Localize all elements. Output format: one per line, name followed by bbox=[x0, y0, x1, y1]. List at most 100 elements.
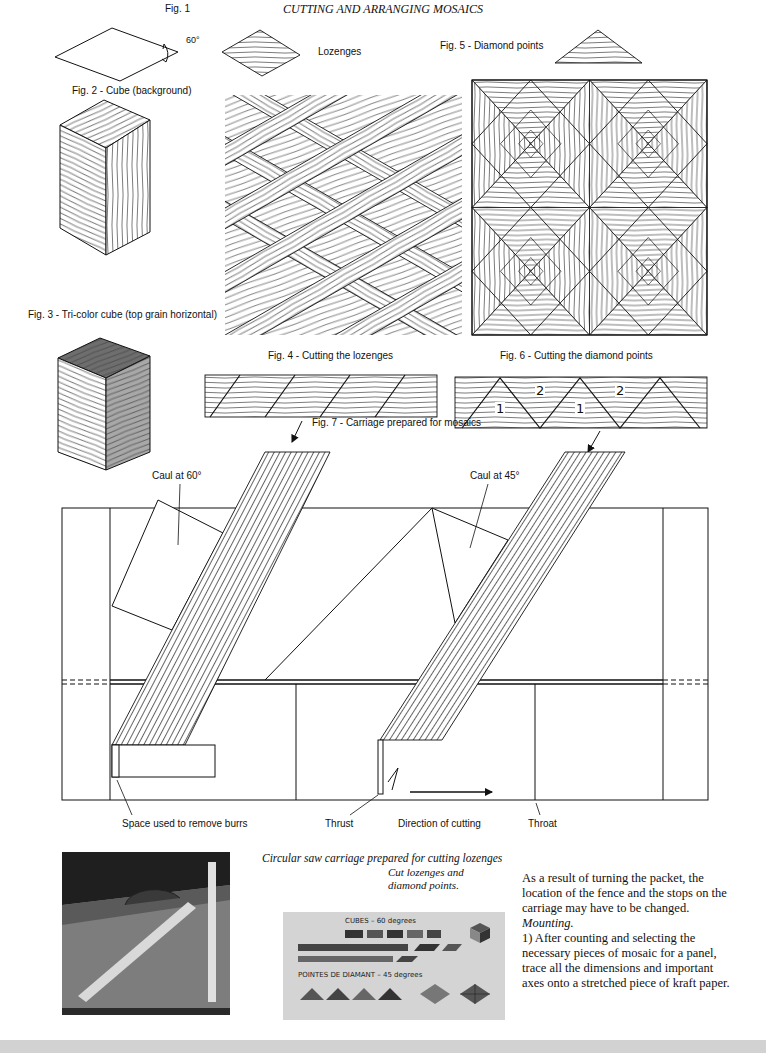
drawing-part bbox=[350, 795, 378, 815]
veneer-strip-45 bbox=[380, 452, 625, 740]
drawing-part bbox=[590, 208, 708, 336]
photo-saw-carriage bbox=[62, 852, 230, 1015]
drawing-part bbox=[462, 378, 700, 428]
drawing-part bbox=[125, 890, 180, 905]
diamond-points-pattern bbox=[472, 80, 707, 335]
drawing-part bbox=[590, 80, 708, 208]
drawing-part bbox=[178, 484, 180, 545]
drawing-part bbox=[62, 1008, 230, 1015]
piece-number: 2 bbox=[615, 384, 625, 397]
drawing-part bbox=[225, 125, 462, 335]
figure-label: Fig. 2 - Cube (background) bbox=[72, 85, 192, 97]
drawing-part bbox=[60, 125, 106, 255]
drawing-part bbox=[265, 508, 432, 680]
drawing-part bbox=[378, 988, 402, 1000]
part-label: Space used to remove burrs bbox=[122, 818, 248, 830]
drawing-part bbox=[396, 956, 418, 962]
tricolor-cube bbox=[58, 338, 150, 470]
body-text: 1) After counting and selecting the nece… bbox=[522, 931, 732, 991]
body-subheading: Mounting. bbox=[522, 916, 732, 931]
figure-label: Fig. 6 - Cutting the diamond points bbox=[500, 350, 653, 362]
drawing-part bbox=[387, 930, 403, 938]
drawing-part bbox=[536, 803, 540, 815]
figure-label: Fig. 7 - Carriage prepared for mosaics bbox=[312, 417, 481, 429]
piece-number: 1 bbox=[575, 402, 585, 415]
drawing-part bbox=[388, 768, 398, 790]
part-label: Lozenges bbox=[318, 46, 361, 58]
direction-arrow bbox=[410, 791, 492, 792]
body-text: As a result of turning the packet, the l… bbox=[522, 871, 732, 916]
lozenge-cutting-strip bbox=[205, 375, 437, 417]
drawing-part bbox=[210, 375, 405, 417]
saw-carriage bbox=[62, 500, 708, 800]
drawing-part bbox=[472, 80, 707, 335]
drawing-part bbox=[460, 984, 490, 1004]
drawing-part bbox=[470, 484, 488, 548]
part-label: Thrust bbox=[325, 818, 353, 830]
photo-cut-pieces bbox=[283, 912, 505, 1020]
piece-number: 2 bbox=[535, 384, 545, 397]
photo-caption: Cut lozenges and diamond points. bbox=[388, 866, 488, 891]
drawing-part bbox=[112, 745, 215, 777]
drawing-part bbox=[62, 852, 230, 1015]
diamond-cutting-strip bbox=[455, 377, 707, 428]
drawing-part bbox=[292, 421, 302, 442]
part-label: Throat bbox=[528, 818, 557, 830]
figure-label: Fig. 5 - Diamond points bbox=[440, 40, 543, 52]
part-label: Direction of cutting bbox=[398, 818, 481, 830]
drawing-part bbox=[300, 988, 324, 1000]
diamond-point-piece bbox=[555, 30, 642, 63]
drawing-part bbox=[407, 930, 423, 938]
page-title: CUTTING AND ARRANGING MOSAICS bbox=[233, 3, 533, 17]
drawing-part bbox=[352, 988, 376, 1000]
drawing-part bbox=[442, 944, 462, 951]
drawing-part bbox=[472, 80, 590, 208]
body-column: As a result of turning the packet, the l… bbox=[522, 871, 732, 991]
drawing-part bbox=[663, 508, 664, 800]
drawing-part bbox=[78, 902, 196, 1002]
drawing-part bbox=[535, 684, 536, 800]
drawing-part bbox=[117, 780, 132, 815]
figure-label: Fig. 3 - Tri-color cube (top grain horiz… bbox=[28, 309, 217, 321]
drawing-part bbox=[62, 684, 110, 685]
part-label: Caul at 45° bbox=[470, 470, 520, 482]
drawing-part bbox=[588, 431, 600, 452]
cube-figure bbox=[60, 100, 150, 255]
drawing-part bbox=[378, 740, 383, 794]
fig1-rhombus bbox=[55, 28, 178, 81]
drawing-part bbox=[112, 745, 119, 777]
drawing-part bbox=[663, 684, 708, 685]
handwritten-note: POINTES DE DIAMANT – 45 degrees bbox=[298, 971, 422, 979]
handwritten-note: CUBES – 60 degrees bbox=[345, 917, 416, 925]
veneer-strip-60 bbox=[112, 452, 330, 745]
drawing-part bbox=[296, 684, 297, 800]
figure-label: Fig. 1 bbox=[165, 3, 190, 15]
drawing-part bbox=[55, 28, 178, 81]
drawing-part bbox=[470, 928, 480, 943]
angle-label: 60° bbox=[186, 35, 200, 45]
drawing-part bbox=[162, 44, 166, 62]
drawing-part bbox=[58, 358, 106, 470]
carriage-stops bbox=[112, 740, 398, 794]
drawing-part bbox=[298, 956, 393, 962]
piece-number: 1 bbox=[495, 402, 505, 415]
photo-caption: Circular saw carriage prepared for cutti… bbox=[262, 852, 502, 865]
drawing-part bbox=[106, 356, 150, 470]
drawing-part bbox=[283, 912, 505, 1020]
basketweave-pattern bbox=[225, 95, 462, 335]
drawing-part bbox=[475, 984, 476, 1004]
drawing-part bbox=[164, 44, 168, 62]
drawing-part bbox=[326, 988, 350, 1000]
drawing-part bbox=[62, 680, 110, 681]
drawing-part bbox=[62, 885, 230, 1015]
drawing-part bbox=[480, 928, 490, 943]
leader-line bbox=[117, 484, 540, 815]
figure-label: Fig. 4 - Cutting the lozenges bbox=[268, 350, 393, 362]
drawing-part bbox=[205, 375, 437, 417]
drawing-part bbox=[414, 944, 440, 951]
drawing-part bbox=[225, 173, 462, 335]
drawing-part bbox=[420, 984, 450, 1004]
drawing-part bbox=[298, 944, 408, 951]
lozenge-piece bbox=[222, 30, 300, 76]
